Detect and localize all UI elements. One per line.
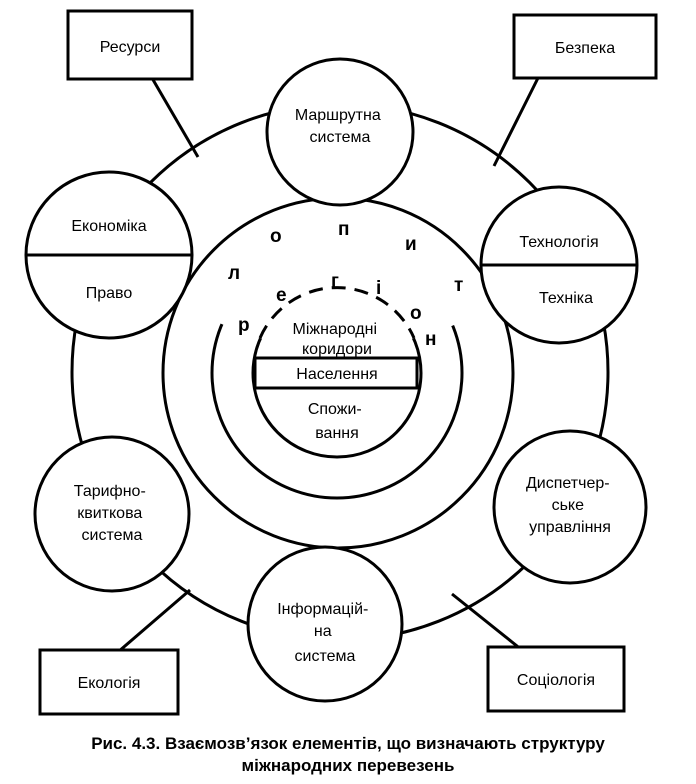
node-dispatch: Диспетчер- ське управління	[492, 429, 648, 585]
connector-sociology	[451, 592, 523, 652]
law-label: Право	[86, 285, 133, 302]
region-arc-letters: р е г і о н	[238, 271, 436, 350]
polity-arc-letters: л о п и т	[228, 219, 463, 296]
arc-letter: і	[376, 278, 381, 299]
arc-letter: п	[338, 219, 349, 240]
arc-letter: е	[276, 285, 287, 306]
information-system-label: Інформацій- на система	[277, 601, 373, 665]
arc-letter: т	[454, 275, 463, 296]
region-ring-gap	[219, 244, 459, 327]
box-security: Безпека	[512, 13, 658, 80]
figure-caption: Рис. 4.3. Взаємозв’язок елементів, що ви…	[0, 733, 696, 777]
box-resources: Ресурси	[66, 9, 194, 81]
tariff-system-label: Тарифно- квиткова система	[74, 483, 150, 544]
sociology-label: Соціологія	[517, 672, 595, 689]
arc-letter: о	[410, 303, 422, 324]
resources-label: Ресурси	[100, 39, 161, 56]
connector-lines	[117, 77, 540, 654]
caption-line-2: міжнародних перевезень	[241, 756, 455, 775]
node-technology: Технологія Техніка	[479, 185, 639, 345]
arc-letter: н	[425, 329, 436, 350]
node-tariff-system: Тарифно- квиткова система	[33, 435, 191, 593]
engineering-label: Техніка	[539, 290, 593, 307]
connector-ecology	[117, 588, 191, 654]
arc-letter: р	[238, 315, 250, 336]
arc-letter: и	[405, 234, 417, 255]
population-band	[253, 356, 419, 390]
population-label: Населення	[296, 366, 377, 383]
corridors-label: Міжнародні коридори	[293, 321, 382, 358]
box-ecology: Екологія	[38, 648, 180, 716]
structure-diagram: Міжнародні коридори Населення Спожи- ван…	[24, 9, 658, 716]
connector-security	[492, 77, 540, 167]
node-route-system: Маршрутна система	[265, 57, 415, 207]
technology-label: Технологія	[519, 234, 598, 251]
ecology-label: Екологія	[78, 675, 141, 692]
consumption-label: Спожи- вання	[308, 401, 366, 442]
core-ring-dashed-arc	[258, 286, 416, 339]
arc-letter: л	[228, 263, 240, 284]
route-system-label: Маршрутна система	[295, 107, 385, 146]
box-sociology: Соціологія	[486, 645, 626, 713]
security-label: Безпека	[555, 40, 615, 57]
arc-letter: г	[331, 271, 339, 292]
caption-line-1: Рис. 4.3. Взаємозв’язок елементів, що ви…	[91, 734, 605, 753]
node-economy-law: Економіка Право	[24, 170, 194, 340]
connector-resources	[150, 77, 200, 158]
node-information-system: Інформацій- на система	[246, 545, 404, 703]
economy-label: Економіка	[71, 218, 146, 235]
dispatch-label: Диспетчер- ське управління	[526, 475, 614, 536]
arc-letter: о	[270, 226, 282, 247]
